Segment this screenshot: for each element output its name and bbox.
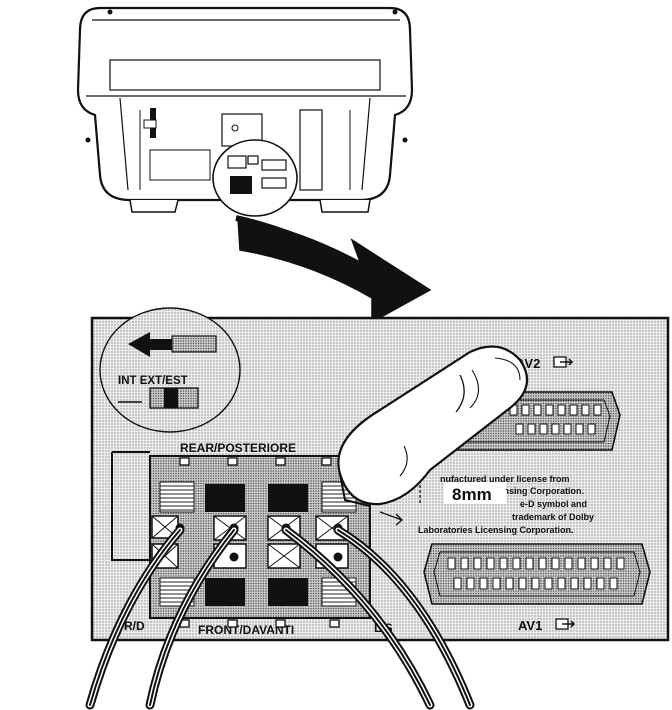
finger-icon bbox=[337, 345, 529, 507]
dolby-line: nufactured under license from bbox=[440, 474, 570, 484]
speaker-terminals[interactable] bbox=[151, 515, 349, 569]
switch-label: INT EXT/EST bbox=[118, 375, 188, 387]
speaker-cables bbox=[85, 525, 475, 710]
rear-label: REAR/POSTERIORE bbox=[180, 441, 296, 455]
dolby-line: e-D symbol and bbox=[520, 499, 587, 509]
strip-length-measurement: 8mm bbox=[452, 485, 492, 504]
left-side-label: R/D bbox=[124, 619, 145, 633]
int-ext-switch[interactable]: INT EXT/EST bbox=[99, 307, 241, 433]
input-arrow-icon bbox=[555, 618, 576, 630]
dolby-line: trademark of Dolby bbox=[512, 512, 594, 522]
av1-label: AV1 bbox=[518, 618, 542, 633]
front-label: FRONT/DAVANTI bbox=[198, 623, 294, 637]
tv-rear-view bbox=[76, 6, 414, 217]
dolby-license-text: nufactured under license from s Licensin… bbox=[418, 474, 594, 535]
dolby-line: s Licensing Corporation. bbox=[478, 486, 584, 496]
speaker-terminal-block: REAR/POSTERIORE FRONT/DAVANTI R/D L/S bbox=[111, 441, 393, 637]
av1-scart-socket[interactable]: AV1 bbox=[423, 543, 651, 633]
zoom-arrow-icon bbox=[235, 215, 432, 324]
strip-length-callout: 8mm bbox=[379, 480, 506, 526]
input-arrow-icon bbox=[553, 356, 574, 368]
dolby-line: Laboratories Licensing Corporation. bbox=[418, 525, 574, 535]
